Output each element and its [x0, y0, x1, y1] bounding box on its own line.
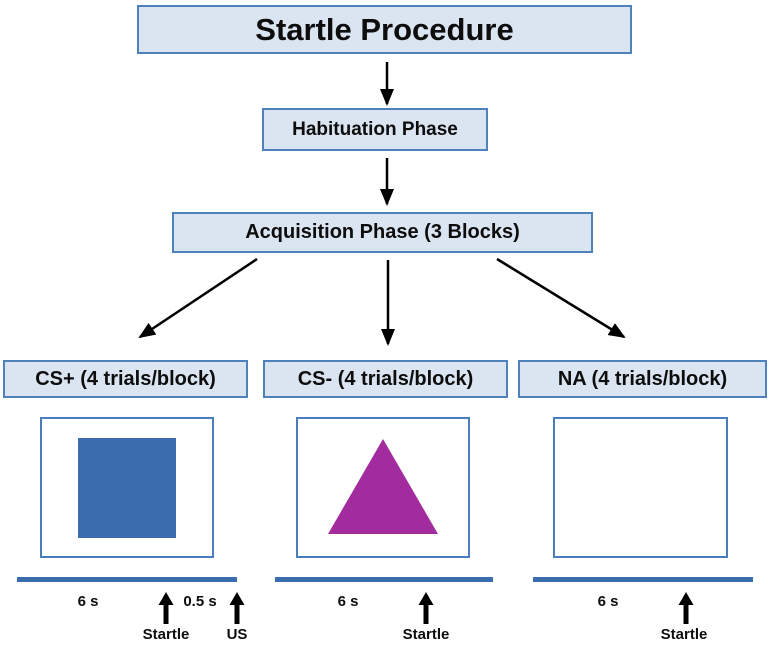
stimulus-box-cs-plus: [40, 417, 214, 558]
us-label-cs-plus: US: [226, 626, 248, 643]
condition-box-na: NA (4 trials/block): [518, 360, 767, 398]
duration-label-na: 6 s: [597, 593, 619, 610]
condition-label-cs-plus: CS+ (4 trials/block): [35, 367, 216, 390]
acquisition-phase-box: Acquisition Phase (3 Blocks): [172, 212, 593, 253]
startle-label-cs-plus: Startle: [142, 626, 190, 643]
stimulus-box-na: [553, 417, 728, 558]
condition-label-cs-minus: CS- (4 trials/block): [297, 367, 474, 390]
habituation-phase-box: Habituation Phase: [262, 108, 488, 151]
duration-label-cs-minus: 6 s: [337, 593, 359, 610]
timeline-bar-cs-plus: [17, 577, 237, 582]
interval-label-cs-plus: 0.5 s: [183, 593, 217, 610]
arrow-acquisition-to-na-icon: [496, 257, 626, 339]
startle-label-cs-minus: Startle: [402, 626, 450, 643]
condition-box-cs-minus: CS- (4 trials/block): [263, 360, 508, 398]
arrow-acquisition-to-csplus-icon: [138, 257, 258, 339]
startle-arrow-icon: [678, 592, 694, 624]
us-arrow-icon: [229, 592, 245, 624]
timeline-bar-na: [533, 577, 753, 582]
timeline-bar-cs-minus: [275, 577, 493, 582]
stimulus-box-cs-minus: [296, 417, 470, 558]
duration-label-cs-plus: 6 s: [77, 593, 99, 610]
condition-label-na: NA (4 trials/block): [557, 367, 728, 390]
purple-triangle-stimulus: [328, 439, 438, 534]
habituation-phase-label: Habituation Phase: [292, 118, 458, 140]
page-title: Startle Procedure: [255, 11, 514, 47]
title-box: Startle Procedure: [137, 5, 632, 54]
acquisition-phase-label: Acquisition Phase (3 Blocks): [245, 221, 520, 243]
startle-arrow-icon: [418, 592, 434, 624]
condition-box-cs-plus: CS+ (4 trials/block): [3, 360, 248, 398]
startle-label-na: Startle: [660, 626, 708, 643]
startle-arrow-icon: [158, 592, 174, 624]
blue-square-stimulus: [78, 438, 176, 538]
